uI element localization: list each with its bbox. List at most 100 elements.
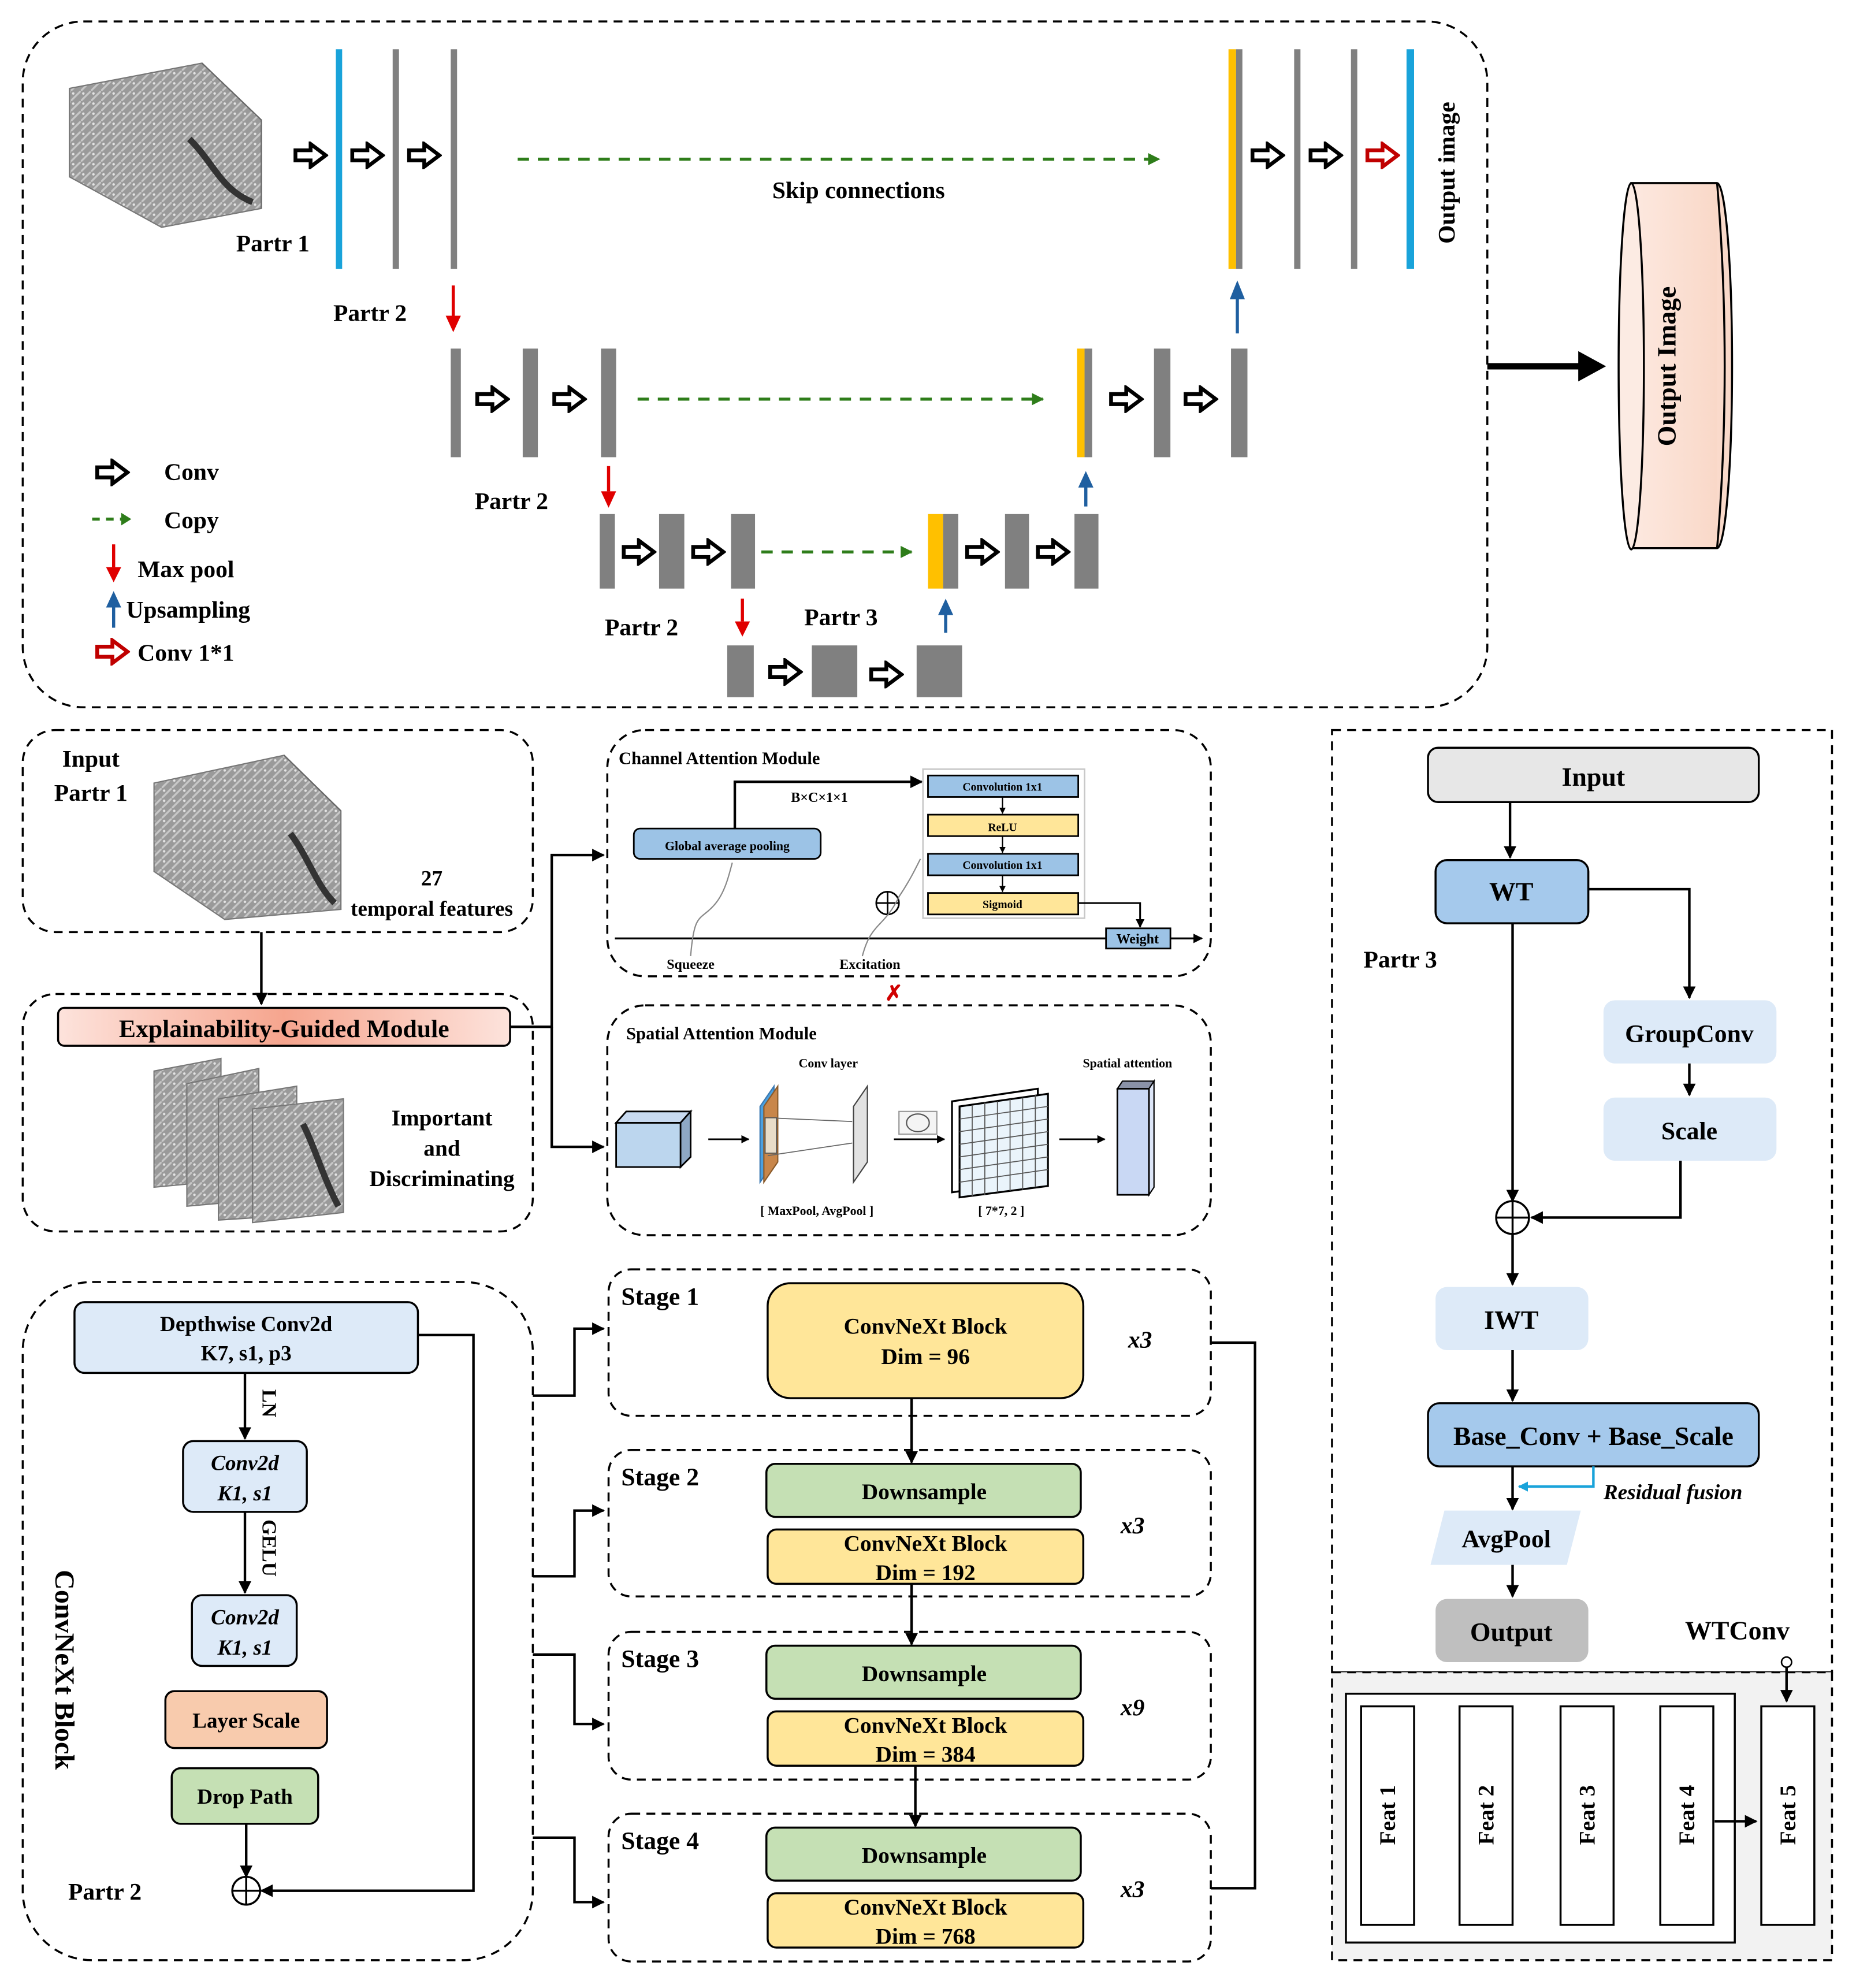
attention-grid: [951, 1087, 1049, 1199]
relu-box: [927, 813, 1080, 837]
downsample-box: [765, 1644, 1082, 1700]
upsampling-arrow-icon: [938, 599, 954, 633]
feature-label: Feat 4: [1674, 1785, 1699, 1845]
drop-path-label: Drop Path: [197, 1785, 293, 1809]
wtconv-part-label: Partr 3: [1364, 946, 1437, 973]
feature-label: Feat 1: [1375, 1785, 1400, 1845]
downsample-label: Downsample: [862, 1661, 987, 1686]
feature-bar: [1154, 348, 1171, 458]
conv2-label: Convolution 1x1: [962, 859, 1042, 872]
feature-bar: [1294, 49, 1301, 269]
stage-label: Stage 4: [621, 1827, 699, 1855]
conv-arrow-icon: [624, 541, 654, 563]
temporal-image-stack: [153, 755, 342, 920]
input-panel-border: [21, 729, 534, 934]
feature-label: Feat 3: [1575, 1785, 1600, 1845]
concat-bar: [928, 514, 943, 589]
dim-label: Dim = 192: [876, 1560, 976, 1585]
conv-arrow-icon: [1311, 144, 1341, 166]
residual-arrow: [260, 1333, 475, 1897]
conv-arrow-icon: [409, 144, 439, 166]
feature-column-3: Feat 3: [1559, 1705, 1615, 1926]
feature-bar: [600, 514, 615, 589]
wtconv-title: WTConv: [1685, 1616, 1790, 1645]
conv-arrow-icon: [693, 541, 723, 563]
weight-box: [1105, 927, 1171, 950]
sigmoid-label: Sigmoid: [983, 898, 1022, 911]
conv1x1-arrow-icon: [1367, 144, 1397, 166]
repeat-label: x3: [1128, 1326, 1152, 1353]
repeat-label: x3: [1120, 1512, 1145, 1539]
layer-scale-box: [164, 1690, 328, 1749]
sigmoid-icon: [906, 1113, 930, 1132]
conv-arrow-icon: [1252, 144, 1282, 166]
bottleneck-bar: [727, 645, 754, 697]
conv-layer-planes: [759, 1084, 868, 1184]
max-pool-arrow-icon: [735, 599, 750, 637]
to-spatial-attention-arrow: [550, 1027, 605, 1153]
gelu-label: GELU: [258, 1519, 281, 1577]
selected-image-stacks: [153, 1057, 344, 1224]
conv2d-box-b: [191, 1594, 298, 1667]
conv-a-line1: Conv2d: [211, 1452, 280, 1476]
conv-arrow-icon: [1185, 388, 1215, 410]
to-channel-attention-arrow: [510, 849, 605, 1028]
partr2-label-low: Partr 2: [605, 614, 678, 641]
feature-bar: [522, 348, 538, 458]
squeeze-flow-arrow: [733, 775, 923, 829]
weight-label: Weight: [1117, 932, 1159, 947]
feature-bar: [601, 348, 616, 458]
feature-column-5: Feat 5: [1760, 1705, 1816, 1926]
feature-column-1: Feat 1: [1360, 1705, 1415, 1926]
feature-bar: [1084, 348, 1092, 458]
egm-desc-line2: and: [423, 1135, 460, 1161]
legend-conv-label: Conv: [164, 459, 219, 485]
output-image-cylinder: Output Image: [1617, 182, 1734, 551]
stage-border: [607, 1448, 1212, 1598]
sigmoid-to-weight-arrow: [1078, 902, 1145, 928]
feature-bar: [1074, 514, 1099, 589]
groupconv-box: [1603, 1000, 1777, 1064]
upsampling-arrow-icon: [1078, 471, 1093, 507]
feature-bar: [451, 49, 458, 269]
block-label: ConvNeXt Block: [844, 1314, 1007, 1339]
add-icon-cross: [232, 1876, 261, 1905]
output-image-vertical-label: Output image: [1433, 102, 1460, 244]
conv1-label: Convolution 1x1: [962, 781, 1042, 794]
spatial-attention-label: Spatial attention: [1083, 1056, 1172, 1070]
convnext-block-box: [767, 1710, 1085, 1767]
feature-bar: [451, 348, 461, 458]
egm-label: Explainability-Guided Module: [119, 1015, 449, 1043]
conv-b-line2: K1, s1: [217, 1636, 273, 1660]
connector-node-icon: [1780, 1656, 1792, 1669]
convnext-block-border: [21, 1281, 534, 1961]
feature-bar: [1236, 49, 1243, 269]
output-feature-bar: [1406, 49, 1414, 269]
legend-upsampling-label: Upsampling: [127, 596, 251, 623]
feature-bar: [1005, 514, 1029, 589]
layer-scale-label: Layer Scale: [192, 1710, 300, 1733]
conv-arrow-icon: [1038, 541, 1068, 563]
wt-input-label: Input: [1562, 762, 1626, 792]
gap-label: Global average pooling: [665, 839, 790, 853]
wt-to-groupconv-arrow: [1588, 887, 1696, 999]
spatial-attention-map: [1116, 1079, 1155, 1197]
feature-label: Feat 5: [1775, 1785, 1801, 1845]
feature-box: [1659, 1705, 1714, 1926]
spatial-attention-module: Spatial Attention Module Conv layer Spat…: [606, 1004, 1212, 1236]
stage-border: [607, 1630, 1212, 1781]
dw-line2: K7, s1, p3: [201, 1342, 292, 1365]
dw-line1: Depthwise Conv2d: [160, 1313, 333, 1336]
partr2-label-top: Partr 2: [333, 299, 407, 326]
feature-columns: Feat 1 Feat 2 Feat 3 Feat 4 Feat 5: [1360, 1705, 1816, 1926]
concat-bar: [1077, 348, 1085, 458]
squeeze-label: Squeeze: [667, 957, 715, 972]
feature-bar: [659, 514, 685, 589]
feature-column-2: Feat 2: [1458, 1705, 1514, 1926]
wt-label: WT: [1489, 877, 1533, 906]
partr3-label: Partr 3: [804, 604, 877, 630]
concat-bar: [1228, 49, 1236, 269]
kernel-label: [ 7*7, 2 ]: [978, 1204, 1024, 1218]
